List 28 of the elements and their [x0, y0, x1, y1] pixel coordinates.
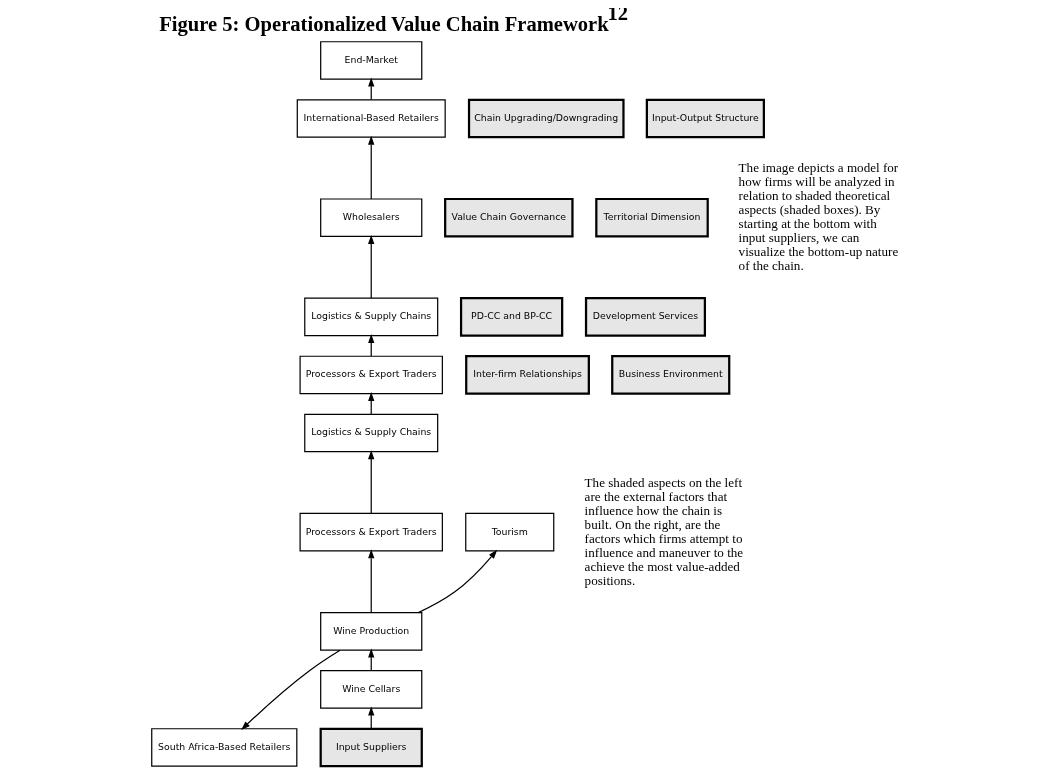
- node-box: Value Chain Governance: [444, 197, 574, 238]
- node-box: Logistics & Supply Chains: [304, 413, 439, 453]
- node-box: Territorial Dimension: [595, 197, 709, 238]
- node-box: PD-CC and BP-CC: [459, 297, 564, 337]
- node-box: Chain Upgrading/Downgrading: [467, 98, 625, 139]
- node-box: South Africa-Based Retailers: [151, 728, 298, 767]
- node-box: International-Based Retailers: [296, 99, 446, 138]
- label: The shaded aspects on the left are the external factors that influence how the chain is built. On the right, are the factors which firms attempt to influence and maneuver to the achieve the most value-added positions.: [584, 474, 744, 588]
- node-box: Processors & Export Traders: [299, 355, 443, 395]
- node-box: Wine Production: [320, 612, 423, 651]
- arrow: [241, 649, 341, 730]
- node-box: Logistics & Supply Chains: [304, 297, 439, 337]
- node-box: Wholesalers: [320, 198, 423, 238]
- node-box: Tourism: [465, 512, 555, 552]
- node-box: End-Market: [320, 41, 423, 80]
- node-box: Processors & Export Traders: [299, 512, 443, 552]
- node-box: Development Services: [584, 297, 707, 337]
- arrow: [417, 549, 498, 614]
- arrow: [368, 450, 375, 514]
- node-box: Inter-firm Relationships: [465, 355, 590, 395]
- node-box: Input-Output Structure: [645, 98, 765, 139]
- node-box: Business Environment: [611, 355, 731, 395]
- node-box: Input Suppliers: [319, 727, 423, 768]
- node-box: Wine Cellars: [320, 670, 423, 709]
- label: The image depicts a model for how firms will be analyzed in relation to shaded theoretical aspects (shaded boxes). By starting at the bottom with input suppliers, we can visualize the bottom-up nature of the chain.: [738, 160, 899, 274]
- arrow: [368, 135, 375, 200]
- arrow: [368, 234, 375, 299]
- arrow: [368, 549, 375, 614]
